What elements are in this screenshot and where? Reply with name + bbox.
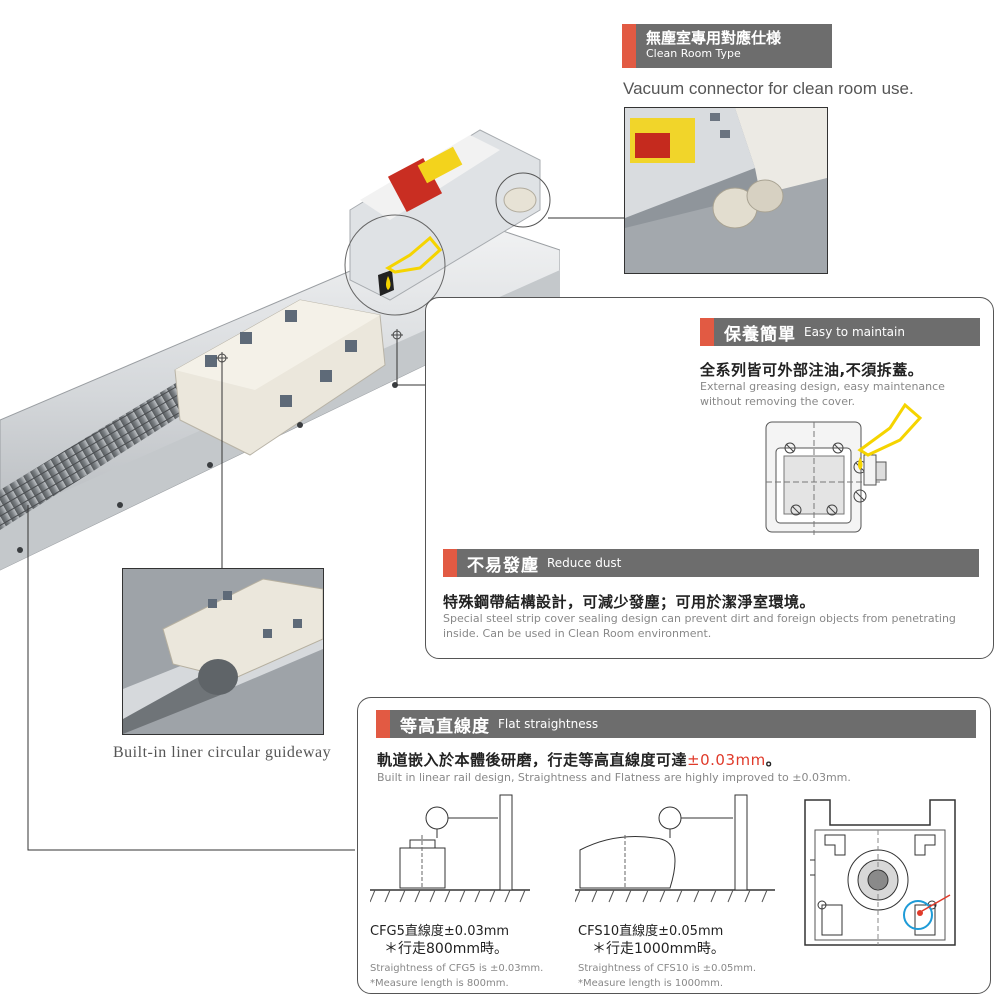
cfg5-note: ＊行走800mm時。 (384, 941, 508, 957)
maintain-header: 保養簡單 Easy to maintain (700, 318, 980, 346)
dust-header: 不易發塵 Reduce dust (443, 549, 979, 577)
cfg5-en-1: Straightness of CFG5 is ±0.03mm. (370, 963, 544, 974)
maintain-line-en-1: External greasing design, easy maintenan… (700, 380, 945, 393)
straightness-header: 等高直線度 Flat straightness (376, 710, 976, 738)
straightness-line-suffix: 。 (765, 751, 782, 769)
accent-bar (622, 24, 636, 68)
dust-line-en-2: inside. Can be used in Clean Room enviro… (443, 627, 712, 640)
clean-room-header: 無塵室專用對應仕様 Clean Room Type (622, 24, 832, 68)
cfs10-spec: CFS10直線度±0.05mm (578, 924, 724, 939)
cfg5-en-2: *Measure length is 800mm. (370, 978, 509, 989)
straightness-line-en: Built in linear rail design, Straightnes… (377, 771, 851, 784)
dust-line-en-1: Special steel strip cover sealing design… (443, 612, 956, 625)
straightness-value: ±0.03mm (687, 751, 766, 769)
cfs10-en-2: *Measure length is 1000mm. (578, 978, 724, 989)
cfg5-measure-diagram (370, 794, 530, 903)
dust-line-zh: 特殊鋼帶結構設計，可減少發塵；可用於潔淨室環境。 (443, 593, 816, 611)
accent-bar (376, 710, 390, 738)
dust-title-zh: 不易發塵 (467, 555, 539, 576)
straightness-title-en: Flat straightness (498, 717, 599, 731)
rail-cross-section (804, 799, 956, 946)
greasing-diagram (765, 402, 923, 535)
accent-bar (443, 549, 457, 577)
actuator-illustration (0, 129, 560, 571)
dust-title-en: Reduce dust (547, 556, 622, 570)
vacuum-connector-photo (624, 107, 828, 274)
maintain-title-en: Easy to maintain (804, 325, 905, 339)
cfs10-en-1: Straightness of CFS10 is ±0.05mm. (578, 963, 757, 974)
clean-room-title-zh: 無塵室專用對應仕様 (646, 29, 782, 47)
maintain-title-zh: 保養簡單 (724, 324, 796, 345)
straightness-line-zh: 軌道嵌入於本體後研磨，行走等高直線度可達±0.03mm。 (377, 749, 781, 770)
guideway-photo (122, 568, 324, 735)
accent-bar (700, 318, 714, 346)
straightness-title-zh: 等高直線度 (400, 716, 490, 737)
clean-room-title-en: Clean Room Type (646, 47, 741, 60)
cfg5-spec: CFG5直線度±0.03mm (370, 924, 510, 939)
maintain-dust-panel (425, 297, 994, 659)
straightness-line-prefix: 軌道嵌入於本體後研磨，行走等高直線度可達 (377, 751, 688, 769)
maintain-line-zh: 全系列皆可外部注油,不須拆蓋。 (700, 361, 924, 379)
maintain-line-en-2: without removing the cover. (700, 395, 855, 408)
cfs10-note: ＊行走1000mm時。 (592, 941, 725, 957)
guideway-caption: Built-in liner circular guideway (113, 744, 332, 761)
clean-room-description: Vacuum connector for clean room use. (623, 79, 914, 98)
cfs10-measure-diagram (575, 794, 775, 903)
